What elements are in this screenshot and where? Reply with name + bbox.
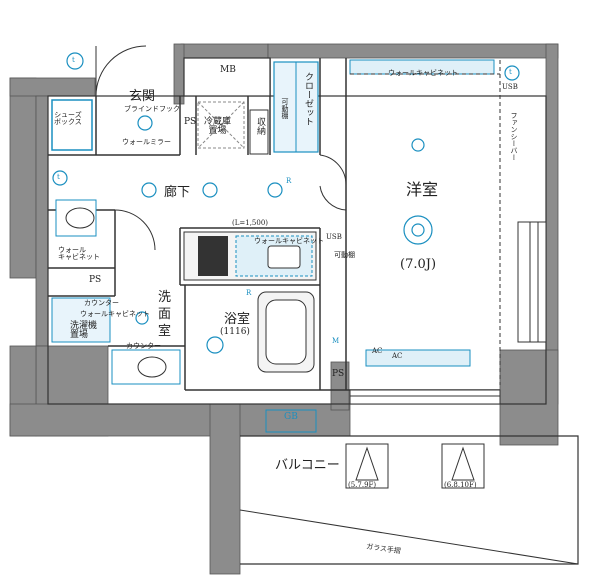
structural-walls (9, 43, 559, 575)
movable-shelf-kitchen-label: 可動棚 (334, 251, 355, 259)
ac-left-label: AC (372, 347, 383, 355)
window-right (517, 221, 547, 343)
ac-right-label: AC (392, 352, 403, 360)
ref-mark-bath: R (246, 289, 252, 297)
gb-label: GB (284, 412, 298, 422)
wh-mark: M (332, 337, 340, 345)
shoes-box-label: シューズ ボックス (54, 111, 82, 126)
entrance-label: 玄関 (129, 89, 156, 104)
storage-box (249, 109, 269, 155)
laundry-label: 洗濯機 置場 (70, 321, 98, 340)
ps-top-label: PS (184, 117, 197, 127)
mb-box (183, 57, 271, 97)
wall-top-room (267, 43, 559, 59)
fridge-space-label: 冷蔵庫 置場 (204, 117, 232, 136)
wall-top-left (9, 77, 96, 97)
shoes-box (51, 99, 93, 151)
balcony-label: バルコニー (275, 458, 340, 473)
western-room-size: (7.0J) (400, 257, 437, 272)
wall-left-outer (9, 77, 37, 279)
balcony-outline (240, 435, 579, 565)
counter-wash-label: カウンター (84, 299, 119, 307)
bathroom-label: 浴室 (224, 312, 251, 327)
bathroom-size: (1116) (220, 327, 250, 337)
usb-kitchen-label: USB (326, 233, 342, 241)
window-bottom (349, 389, 501, 405)
corridor-label: 廊下 (164, 185, 191, 200)
circle-t-left: t (57, 173, 60, 181)
laundry-area (51, 297, 111, 343)
closet-label: クローゼット (303, 72, 313, 126)
movable-shelf-closet-label: 可動棚 (281, 98, 289, 119)
hatch-right-box (441, 443, 485, 489)
fan-seat-label: ファンシーバー (510, 112, 518, 161)
gb-box (265, 409, 317, 433)
storage-label: 収納 (255, 117, 265, 135)
hatch-left-label: (5.7.9F) (348, 481, 377, 489)
wall-mirror-label: ウォールミラー (122, 138, 171, 146)
counter-bottom-label: カウンター (126, 342, 161, 350)
circle-t-top: t (72, 56, 75, 64)
kitchen-length-label: (L=1,500) (232, 219, 269, 227)
wall-ps-bottom (330, 361, 350, 411)
wall-cabinet-wash-label: ウォールキャビネット (80, 310, 150, 318)
ref-mark: R (286, 177, 292, 185)
stove (198, 236, 228, 276)
wall-cabinet-top-label: ウォールキャビネット (388, 69, 458, 77)
wall-cabinet-kitchen-label: ウォールキャビネット (254, 237, 324, 245)
western-room-label: 洋室 (406, 180, 439, 199)
wall-cabinet-toilet-label: ウォール キャビネット (58, 246, 100, 261)
ac-strip (365, 349, 471, 367)
hatch-right-label: (6.8.10F) (444, 481, 477, 489)
ps-left-label: PS (89, 275, 102, 285)
ps-bottom-label: PS (332, 369, 345, 379)
washroom-label: 洗 面 室 (158, 290, 172, 339)
partition-lines (48, 58, 500, 391)
lights (135, 115, 433, 354)
wash-basin (111, 349, 181, 385)
blind-hook-label: ブラインドフック (124, 105, 180, 113)
wall-right-bottom (499, 349, 559, 446)
hatch-left-box (345, 443, 389, 489)
door-swings (95, 45, 347, 251)
usb-right-label: USB (502, 83, 518, 91)
wall-left-inner (35, 95, 49, 347)
circle-t-right: t (509, 68, 512, 76)
wall-bottom (9, 403, 351, 437)
wall-top-mb (180, 43, 269, 59)
wall-balcony-left (209, 403, 241, 575)
mb-label: MB (220, 65, 236, 75)
fridge-area (197, 101, 245, 149)
